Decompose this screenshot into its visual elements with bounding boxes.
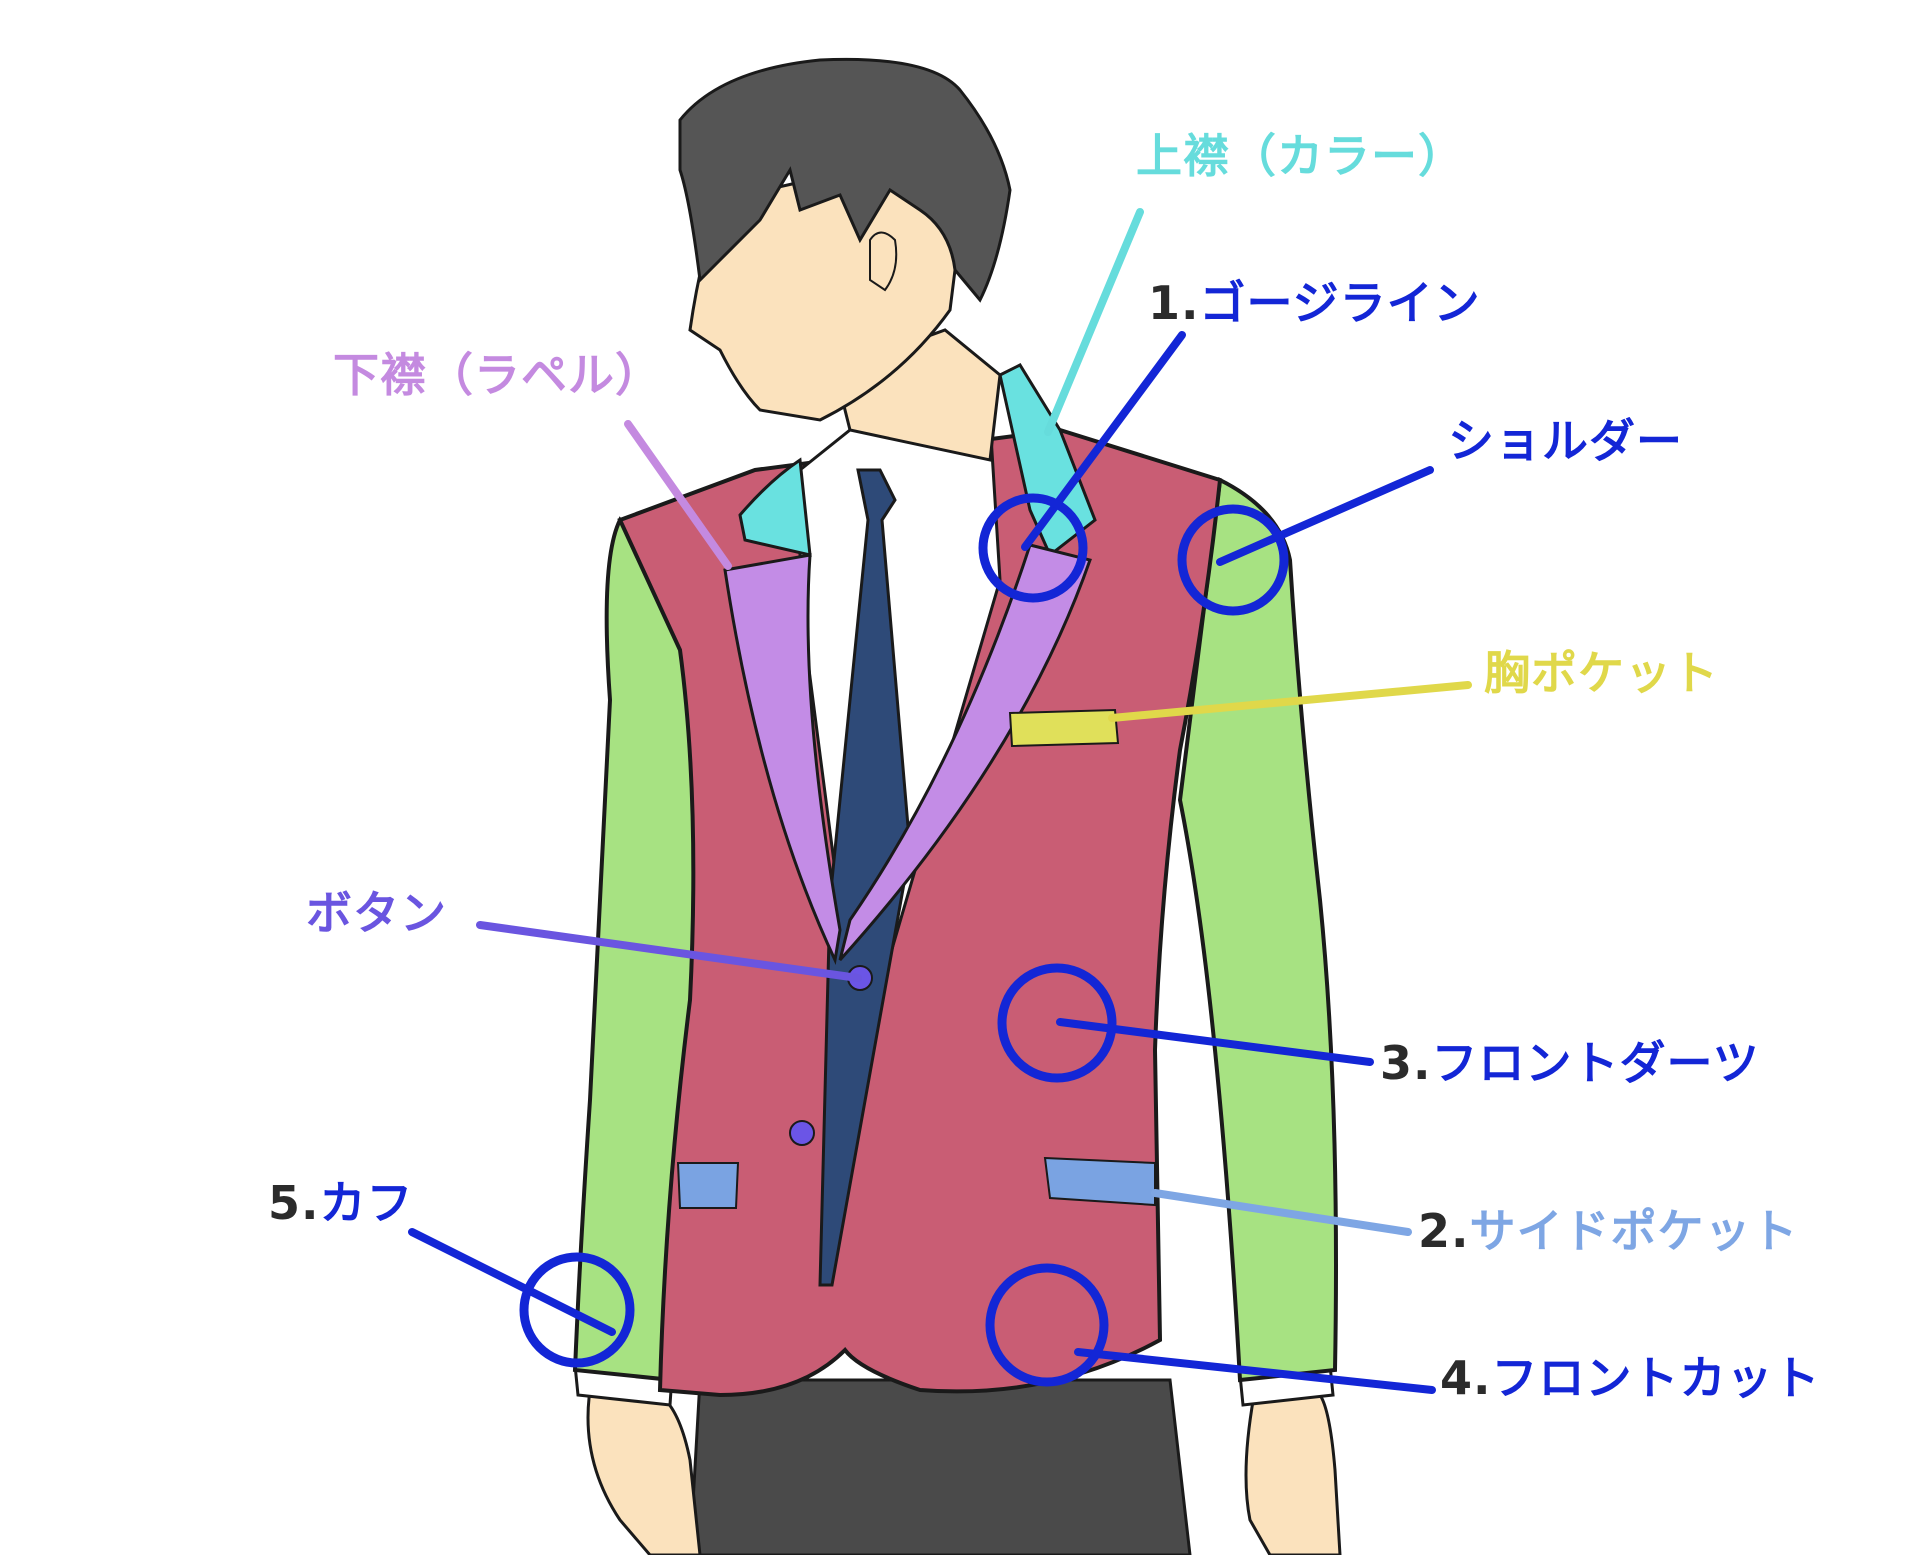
cuff-circle: [519, 1252, 635, 1368]
front-darts-label-text: フロントダーツ: [1431, 1036, 1760, 1090]
trousers: [688, 1378, 1192, 1555]
lapel-label: 下襟（ラペル）: [333, 352, 662, 398]
front-cut-leader: [1074, 1348, 1436, 1394]
chest-pocket-leader: [1108, 681, 1472, 722]
chest-pocket-label: 胸ポケット: [1484, 650, 1719, 696]
collar-label-text: 上襟（カラー）: [1136, 129, 1465, 183]
button-label-text: ボタン: [306, 886, 447, 940]
side-pocket-leader: [1151, 1189, 1412, 1236]
shoulder-label-text: ショルダー: [1448, 414, 1683, 468]
lapel-leader: [624, 420, 732, 570]
side-pocket-number: 2.: [1418, 1204, 1470, 1258]
side-pocket-left: [676, 1162, 740, 1209]
front-darts-number: 3.: [1380, 1036, 1432, 1090]
shoulder-leader: [1216, 466, 1434, 566]
side-pocket-right: [1043, 1156, 1156, 1207]
lapel-left: [723, 553, 842, 966]
chest-pocket: [1008, 708, 1120, 748]
collar-leader: [1044, 208, 1144, 436]
left-hand: [586, 1388, 702, 1555]
shoulder-circle: [1177, 504, 1289, 616]
side-pocket-label-text: サイドポケット: [1469, 1204, 1799, 1258]
front-darts-label: 3.フロントダーツ: [1380, 1040, 1760, 1086]
gorge-line-leader: [1021, 331, 1186, 551]
cuff-label-text: カフ: [319, 1176, 414, 1230]
ear: [869, 231, 898, 292]
front-cut-label: 4.フロントカット: [1440, 1355, 1820, 1401]
hair: [678, 57, 1012, 303]
collar-right: [998, 363, 1097, 558]
gorge-line-label: 1.ゴージライン: [1148, 280, 1481, 326]
gorge-line-number: 1.: [1148, 276, 1200, 330]
shoulder-label: ショルダー: [1448, 418, 1683, 464]
button-leader: [476, 921, 862, 982]
front-darts-circle: [997, 963, 1117, 1083]
cuff-number: 5.: [268, 1176, 320, 1230]
lapel-right: [838, 543, 1092, 962]
side-pocket-label: 2.サイドポケット: [1418, 1208, 1798, 1254]
gorge-line-label-text: ゴージライン: [1199, 276, 1481, 330]
collar-label: 上襟（カラー）: [1136, 133, 1465, 179]
cuff-leader: [408, 1228, 616, 1336]
button-lower: [789, 1120, 815, 1146]
gorge-line-circle: [978, 493, 1088, 603]
front-cut-label-text: フロントカット: [1491, 1351, 1821, 1405]
button-label: ボタン: [306, 890, 447, 936]
collar: [738, 457, 812, 557]
tie: [818, 468, 912, 1287]
lapel-label-text: 下襟（ラペル）: [333, 348, 662, 402]
front-cut-number: 4.: [1440, 1351, 1492, 1405]
cuff-label: 5.カフ: [268, 1180, 413, 1226]
right-hand: [1244, 1388, 1342, 1555]
chest-pocket-label-text: 胸ポケット: [1484, 646, 1719, 700]
front-cut-circle: [985, 1263, 1109, 1387]
